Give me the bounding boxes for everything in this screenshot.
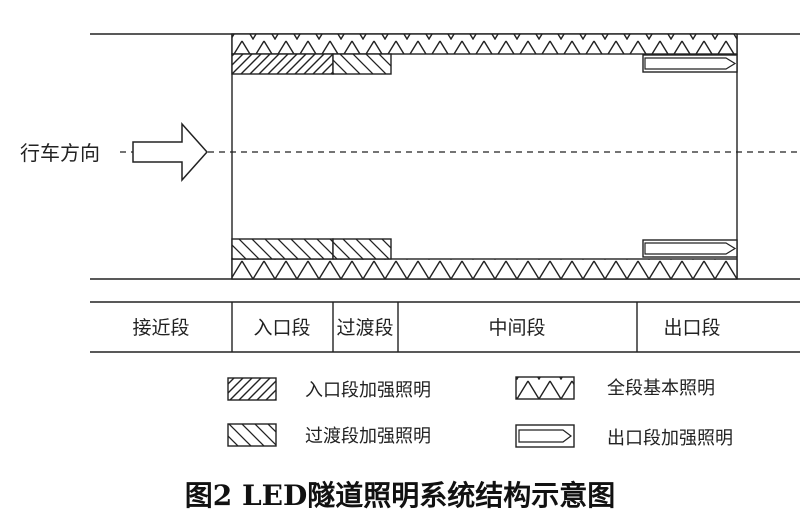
top-basic-lighting-band [231,33,738,55]
bottom-transition-enhanced-lighting [332,238,392,260]
figure-caption: 图2 LED隧道照明系统结构示意图 [185,479,616,512]
legend-label-basic: 全段基本照明 [607,378,715,399]
legend-swatch-entrance [227,377,277,401]
direction-arrow-icon [132,122,209,182]
bottom-entrance-enhanced-lighting [231,238,334,260]
direction-label: 行车方向 [20,141,100,165]
top-transition-enhanced-lighting [332,53,392,75]
legend: 入口段加强照明 全段基本照明 过渡段加强照明 出口段加强照明 [227,376,733,449]
top-entrance-enhanced-lighting [231,53,334,75]
section-entrance: 入口段 [253,317,310,339]
bottom-basic-lighting-band [231,258,738,280]
section-middle: 中间段 [488,317,545,339]
legend-swatch-exit [515,424,575,448]
legend-label-transition: 过渡段加强照明 [305,426,431,447]
section-exit: 出口段 [663,317,720,339]
bottom-exit-enhanced-lighting [642,239,738,258]
legend-swatch-transition [227,423,277,447]
legend-label-entrance: 入口段加强照明 [305,380,431,401]
legend-swatch-basic [515,376,575,400]
section-approach: 接近段 [132,317,189,339]
legend-label-exit: 出口段加强照明 [607,428,733,449]
section-transition: 过渡段 [336,317,393,339]
top-exit-enhanced-lighting [642,54,738,73]
section-table [90,301,800,353]
